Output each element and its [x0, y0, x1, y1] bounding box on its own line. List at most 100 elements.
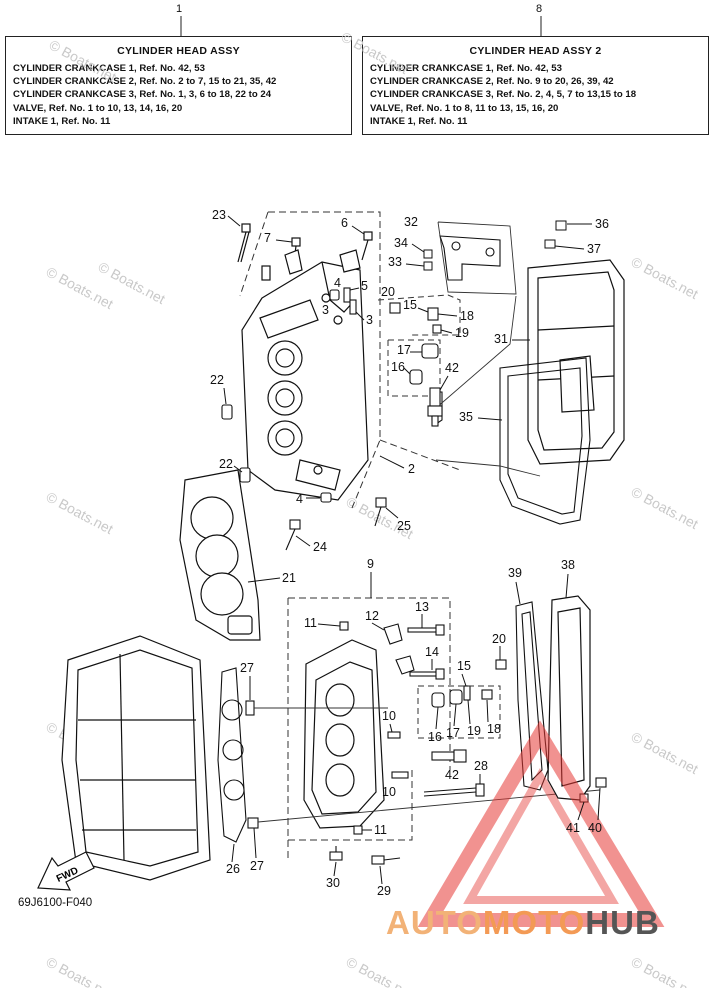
watermark-text: © Boats.net [344, 954, 416, 988]
label-4-upper: 4 [334, 276, 341, 290]
label-40: 40 [588, 821, 602, 835]
label-32: 32 [404, 215, 418, 229]
assy2-title: CYLINDER HEAD ASSY 2 [469, 45, 602, 57]
assy2-line: CYLINDER CRANKCASE 2, Ref. No. 9 to 20, … [370, 76, 614, 88]
label-19-lower: 19 [467, 724, 481, 738]
label-10-upper: 10 [382, 709, 396, 723]
label-19-upper: 19 [455, 326, 469, 340]
assy1-line: VALVE, Ref. No. 1 to 10, 13, 14, 16, 20 [13, 102, 183, 114]
label-21: 21 [282, 571, 296, 585]
label-15-lower: 15 [457, 659, 471, 673]
cover-gasket-39 [515, 601, 549, 791]
label-11-upper: 11 [304, 616, 317, 630]
label-42-upper: 42 [445, 361, 459, 375]
head-cover-31 [527, 259, 625, 465]
head-gasket-21 [179, 469, 261, 641]
label-13: 13 [415, 600, 429, 614]
label-3b: 3 [366, 313, 373, 327]
label-35: 35 [459, 410, 473, 424]
label-25: 25 [397, 519, 411, 533]
watermark-text: © Boats.net [44, 954, 116, 988]
label-27-upper: 27 [240, 661, 254, 675]
assy1-line: CYLINDER CRANKCASE 3, Ref. No. 1, 3, 6 t… [13, 89, 272, 101]
head-cover-38 [547, 595, 591, 801]
fwd-arrow: FWD [37, 851, 95, 891]
label-34: 34 [394, 236, 408, 250]
label-5: 5 [361, 279, 368, 293]
automotohub-brand: AUTOMOTOHUB [386, 904, 660, 942]
label-22-lower: 22 [219, 457, 233, 471]
cylinder-head-upper [241, 261, 369, 501]
valve-parts-lower [245, 621, 507, 865]
assy2-callout: 8 [536, 3, 543, 15]
label-16-upper: 16 [391, 360, 405, 374]
label-18-lower: 18 [487, 722, 501, 736]
label-6: 6 [341, 216, 348, 230]
watermark-text: © Boats.net [629, 729, 701, 778]
callout-labels: 23 7 6 32 36 34 37 33 4 5 20 18 3 3 15 1… [210, 208, 609, 898]
gasket-32 [439, 235, 501, 281]
label-2: 2 [408, 462, 415, 476]
brand-part-1: AUTO [386, 904, 483, 941]
diagram-part-code: 69J6100-F040 [18, 897, 93, 909]
label-22-upper: 22 [210, 373, 224, 387]
assy2-line: VALVE, Ref. No. 1 to 8, 11 to 13, 15, 16… [370, 102, 559, 114]
label-20-lower: 20 [492, 632, 506, 646]
label-42-lower: 42 [445, 768, 459, 782]
label-23: 23 [212, 208, 226, 222]
label-30: 30 [326, 876, 340, 890]
label-11-lower: 11 [374, 823, 387, 837]
upper-pins [320, 287, 357, 503]
label-24: 24 [313, 540, 327, 554]
label-14: 14 [425, 645, 439, 659]
assy1-title: CYLINDER HEAD ASSY [117, 45, 240, 57]
watermark-text: © Boats.net [47, 37, 119, 86]
label-39: 39 [508, 566, 522, 580]
assy1-line: CYLINDER CRANKCASE 2, Ref. No. 2 to 7, 1… [13, 76, 277, 88]
lower-bolts-upper [221, 404, 387, 551]
upper-bolts [237, 223, 373, 281]
spark-plug-lower [431, 749, 467, 763]
assy2-line: CYLINDER CRANKCASE 1, Ref. No. 42, 53 [370, 63, 562, 74]
label-38: 38 [561, 558, 575, 572]
label-17-lower: 17 [446, 726, 460, 740]
assy2-line: INTAKE 1, Ref. No. 11 [370, 115, 468, 127]
assy1-line: INTAKE 1, Ref. No. 11 [13, 115, 111, 127]
cylinder-head-assy-box: CYLINDER HEAD ASSY CYLINDER CRANKCASE 1,… [5, 36, 352, 135]
assy2-line: CYLINDER CRANKCASE 3, Ref. No. 2, 4, 5, … [370, 89, 637, 101]
label-12: 12 [365, 609, 379, 623]
crankcase-block [61, 635, 211, 881]
label-20-upper: 20 [381, 285, 395, 299]
automotohub-logo-mark [417, 720, 665, 927]
label-9: 9 [367, 557, 374, 571]
label-7: 7 [264, 231, 271, 245]
gasket-26 [217, 667, 247, 843]
label-10-lower: 10 [382, 785, 396, 799]
brand-part-3: HUB [585, 904, 660, 941]
cylinder-head-assy-2-box: CYLINDER HEAD ASSY 2 CYLINDER CRANKCASE … [362, 36, 709, 135]
cylinder-head-lower [303, 639, 385, 829]
label-31: 31 [494, 332, 508, 346]
assy1-line: CYLINDER CRANKCASE 1, Ref. No. 42, 53 [13, 63, 205, 74]
cover-gasket-35 [499, 357, 591, 525]
label-18-upper: 18 [460, 309, 474, 323]
brand-part-2: MOTO [482, 904, 586, 941]
label-27-lower: 27 [250, 859, 264, 873]
watermark-text: © Boats.net [629, 254, 701, 303]
long-bolt-28 [423, 783, 485, 797]
label-41: 41 [566, 821, 580, 835]
watermark-text: © Boats.net [339, 29, 411, 78]
label-37: 37 [587, 242, 601, 256]
label-33: 33 [388, 255, 402, 269]
label-29: 29 [377, 884, 391, 898]
watermark-text: © Boats.net [629, 954, 701, 988]
spark-plug-upper [427, 387, 443, 427]
label-3a: 3 [322, 303, 329, 317]
assy1-callout: 1 [176, 3, 183, 15]
label-4-lower: 4 [296, 492, 303, 506]
label-16-lower: 16 [428, 730, 442, 744]
watermark-text: © Boats.net [44, 489, 116, 538]
label-15-upper: 15 [403, 298, 417, 312]
watermark-text: © Boats.net [629, 484, 701, 533]
